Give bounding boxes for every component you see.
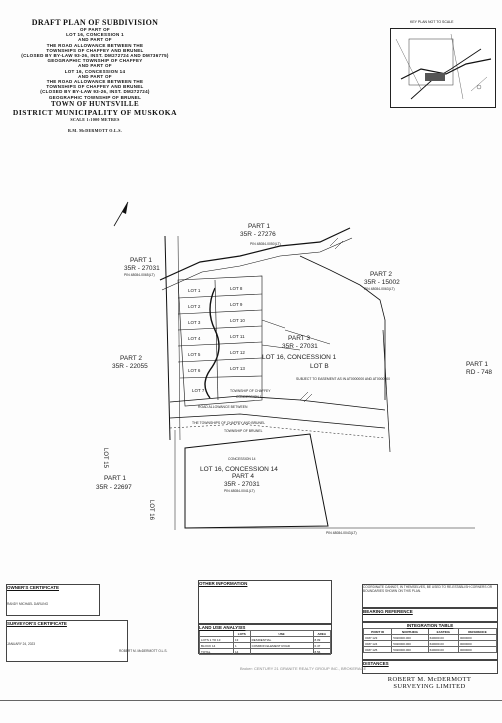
distances-note: DISTANCES: [362, 660, 498, 674]
firm-name: ROBERT M. McDERMOTT SURVEYING LIMITED: [362, 676, 497, 690]
plan-reference: 35R - 27031: [282, 343, 318, 350]
survey-date: JANUARY 24, 2023: [7, 642, 36, 646]
plan-reference: 35R - 27276: [240, 231, 276, 238]
integration-data-table: POINT ID NORTHING EASTING REFERENCE ORP …: [362, 628, 498, 653]
lot-label: LOT 8: [230, 286, 243, 291]
district-name: DISTRICT MUNICIPALITY OF MUSKOKA: [12, 107, 178, 117]
other-information-title: OTHER INFORMATION: [199, 581, 248, 586]
part-label: PART 2: [120, 355, 142, 362]
part-label: PART 4: [232, 473, 254, 480]
easement-note: SUBJECT TO EASEMENT AS IN AT0000000 AND …: [296, 377, 390, 381]
land-use-title: LAND USE ANALYSIS: [199, 625, 246, 630]
lot-label: LOT 2: [188, 304, 201, 309]
pin-label: PIN 48084-0065(LT): [124, 273, 155, 277]
north-arrow-icon: [113, 201, 129, 227]
lot-label: LOT 9: [230, 302, 243, 307]
lot-label: LOT 12: [230, 350, 245, 355]
lot-label: LOT 6: [188, 368, 201, 373]
plan-reference: 35R - 22697: [96, 484, 132, 491]
owner-signer: RANDY MICHAEL DARLING: [7, 602, 49, 606]
lot-label: LOT 5: [188, 352, 201, 357]
plan-reference: 35R - 22055: [112, 363, 148, 370]
brokerage-watermark: Broker: CENTURY 21 GRANITE REALTY GROUP …: [240, 666, 367, 671]
part-label: PART 1: [466, 361, 488, 368]
plan-reference: 35R - 15002: [364, 279, 400, 286]
part-label: PART 1: [104, 475, 126, 482]
lot-label: LOT 4: [188, 336, 201, 341]
plan-description: OF PART OF LOT 16, CONCESSION 1 AND PART…: [21, 27, 169, 100]
town-name: TOWN OF HUNTSVILLE: [50, 99, 140, 108]
lot-label: LOT 10: [230, 318, 245, 323]
part-label: PART 2: [370, 271, 392, 278]
bearing-reference: BEARING REFERENCE: [362, 608, 498, 622]
lot-label-vertical: LOT 16: [148, 500, 154, 521]
lot-label: LOT 7: [192, 388, 205, 393]
pin-label: PIN 48084-0063(LT): [364, 287, 395, 291]
part-label: PART 1: [248, 223, 270, 230]
pin-label: PIN 48084-0050(LT): [250, 242, 281, 246]
lots-grid: [177, 275, 263, 407]
other-information: OTHER INFORMATION: [198, 580, 332, 624]
key-plan: [390, 28, 496, 108]
land-use-table: LOTS USE AREA LOTS 1 TO 13 13 RESIDENTIA…: [199, 630, 331, 655]
surveyor-signer: ROBERT M. McDERMOTT O.L.S.: [119, 649, 168, 653]
plan-heading: DRAFT PLAN OF SUBDIVISION: [31, 18, 159, 27]
township-label: TOWNSHIP OF BRUNEL: [224, 429, 263, 433]
township-label: TOWNSHIP OF CHAFFEY: [230, 389, 271, 393]
title-block: DRAFT PLAN OF SUBDIVISION OF PART OF LOT…: [10, 18, 180, 133]
lot-concession-label: LOT 16, CONCESSION 14: [200, 466, 278, 473]
footer-rule: [0, 700, 502, 701]
part-label: PART 1: [130, 257, 152, 264]
concession-label: CONCESSION 14: [228, 457, 256, 461]
lot-label-vertical: LOT 15: [102, 448, 108, 469]
key-plan-map: [395, 33, 492, 100]
surveyors-certificate-title: SURVEYOR'S CERTIFICATE: [7, 621, 67, 626]
scale-note: SCALE 1:1000 METRES: [70, 116, 120, 122]
plan-reference: RD - 748: [466, 369, 492, 376]
surveyor-line: R.M. McDERMOTT O.L.S.: [67, 127, 123, 133]
table-row: TOTAL 14 8.56: [199, 648, 331, 655]
coordinate-note: COORDINATE CANNOT, IN THEMSELVES, BE USE…: [362, 584, 498, 608]
land-use-analysis: LAND USE ANALYSIS LOTS USE AREA LOTS 1 T…: [198, 624, 332, 655]
pin-label: PIN 48084-0041(LT): [224, 489, 255, 493]
lot-label: LOT 1: [188, 288, 201, 293]
owners-certificate: OWNER'S CERTIFICATE RANDY MICHAEL DARLIN…: [6, 584, 100, 616]
firm-name-line2: SURVEYING LIMITED: [393, 683, 466, 690]
plan-reference: 35R - 27031: [224, 481, 260, 488]
plan-reference: 35R - 27031: [124, 265, 160, 272]
lot-label: LOT 11: [230, 334, 245, 339]
part-label: PART 3: [288, 335, 310, 342]
pin-label: PIN 48084-0043(LT): [326, 531, 357, 535]
road-allowance-label: THE TOWNSHIPS OF CHAFFEY AND BRUNEL: [192, 421, 265, 425]
owners-certificate-title: OWNER'S CERTIFICATE: [7, 585, 59, 590]
road-allowance-label: ROAD ALLOWANCE BETWEEN: [198, 405, 248, 409]
lot-label: LOT 3: [188, 320, 201, 325]
integration-table: INTEGRATION TABLE POINT ID NORTHING EAST…: [362, 622, 498, 660]
key-plan-label: KEY PLAN NOT TO SCALE: [410, 20, 454, 24]
lot-concession-label: LOT 16, CONCESSION 1: [262, 354, 337, 361]
firm-name-line1: ROBERT M. McDERMOTT: [387, 676, 472, 683]
concession-label: CONCESSION 1: [236, 395, 262, 399]
lot-label: LOT 13: [230, 366, 245, 371]
table-row: ORP 125 5020000.000 640000.00 0000000: [362, 646, 498, 653]
surveyors-certificate: SURVEYOR'S CERTIFICATE JANUARY 24, 2023 …: [6, 620, 167, 662]
lot-b-label: LOT B: [310, 363, 329, 370]
